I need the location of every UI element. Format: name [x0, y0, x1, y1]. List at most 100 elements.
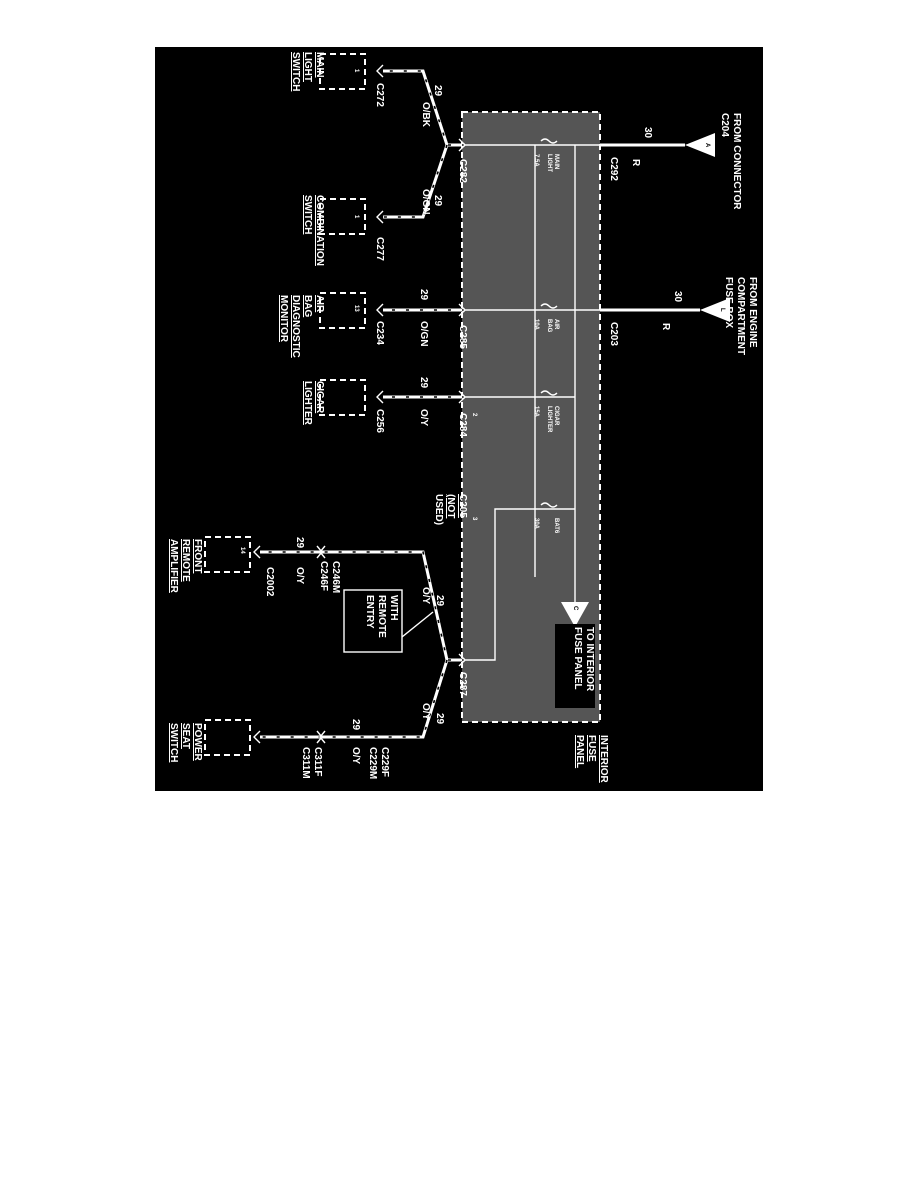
fuse-row-bat6 — [465, 508, 575, 661]
wire-o-gn-combination — [383, 144, 449, 219]
air-bag-connector: C234 — [374, 321, 385, 345]
wire-color-r-l: R — [660, 323, 671, 331]
c205-line-2: (NOT — [445, 494, 456, 518]
connector-c203: C203 — [608, 322, 619, 346]
cigar-name-1: CIGAR — [314, 381, 325, 414]
seat-wire-number: 29 — [350, 719, 361, 731]
c277-connector-mark — [376, 210, 384, 224]
seat-branch-wire-color: O/Y — [420, 703, 431, 721]
panel-label-3: PANEL — [574, 735, 585, 768]
fuse-symbol-main-light — [540, 138, 558, 144]
c282-connector-mark — [458, 138, 466, 152]
option-line-3: ENTRY — [364, 595, 375, 629]
cigar-wire-color: O/Y — [418, 409, 429, 427]
seat-name-3: SWITCH — [168, 723, 179, 762]
wire-number-30-a: 30 — [642, 127, 653, 139]
c284-connector-mark — [458, 390, 466, 404]
main-light-connector: C272 — [374, 83, 385, 107]
remote-amp-connector: C2002 — [264, 567, 275, 597]
main-light-wire-color: O/BK — [420, 102, 431, 128]
c234-connector-mark — [376, 303, 384, 317]
cigar-name-2: LIGHTER — [302, 381, 313, 426]
svg-text:TO INTERIORFUSE PANEL: TO INTERIORFUSE PANEL — [572, 627, 595, 692]
remote-amp-wire-number: 29 — [294, 537, 305, 549]
connector-c205: C205(NOTUSED) — [433, 494, 468, 525]
svg-text:CIGARLIGHTER: CIGARLIGHTER — [302, 381, 325, 426]
main-light-name-2: LIGHT — [302, 52, 313, 82]
combination-wire-color: O/GN — [420, 189, 431, 215]
c205-line-1: C205 — [457, 494, 468, 518]
c229-inline-connector — [316, 730, 326, 744]
remote-amp-name-1: FRONT — [192, 539, 203, 573]
fuse-bat6-pin: 3 — [471, 517, 477, 521]
panel-label-2: FUSE — [586, 735, 597, 762]
connector-pin-l: L — [719, 308, 725, 312]
c311m-label: C311M — [300, 747, 311, 779]
fuse-cigar-rating: 15A — [533, 406, 539, 418]
combination-connector: C277 — [374, 237, 385, 261]
fuse-main-light-rating: 7.5A — [533, 154, 539, 167]
option-pointer-line — [401, 611, 434, 638]
fuse-air-bag-name-2: BAG — [546, 319, 552, 333]
connector-pin-l-arrow — [700, 298, 730, 322]
svg-text:COMBINATIONSWITCH: COMBINATIONSWITCH — [302, 195, 325, 266]
to-fuse-panel-line-1: TO INTERIOR — [584, 627, 595, 692]
from-connector-label: FROM CONNECTOR — [731, 113, 742, 210]
svg-text:POWERSEATSWITCH: POWERSEATSWITCH — [168, 723, 203, 762]
combination-name-1: COMBINATION — [314, 195, 325, 266]
panel-label-1: INTERIOR — [598, 735, 609, 784]
with-remote-entry-box — [343, 589, 403, 653]
wire-o-y-seat — [260, 659, 449, 739]
svg-text:C246MC246F: C246MC246F — [318, 561, 341, 593]
interior-fuse-panel: MAINLIGHT 7.5A AIRBAG 10A CIGARLIGHTER 1… — [461, 111, 601, 723]
combination-switch-pin: 1 — [353, 215, 359, 219]
c272-connector-mark — [376, 64, 384, 78]
combination-name-2: SWITCH — [302, 195, 313, 234]
remote-branch-wire-number: 29 — [434, 595, 445, 607]
connector-c285: C285 — [457, 325, 468, 349]
fuse-bat6-name: BAT6 — [553, 518, 559, 534]
air-bag-name-1: AIR — [314, 295, 325, 313]
connector-c287: C287 — [457, 672, 468, 696]
cigar-wire-number: 29 — [418, 377, 429, 389]
c205-line-3: USED) — [433, 494, 444, 525]
fuse-cigar-name: CIGAR — [553, 406, 559, 426]
main-light-wire-number: 29 — [432, 85, 443, 97]
fuse-bat6-rating: 30A — [533, 518, 539, 530]
svg-text:FRONTREMOTEAMPLIFIER: FRONTREMOTEAMPLIFIER — [168, 539, 203, 594]
seat-branch-wire-number: 29 — [434, 713, 445, 725]
c285-connector-mark — [458, 303, 466, 317]
svg-text:WITHREMOTEENTRY: WITHREMOTEENTRY — [364, 595, 399, 638]
branch-cigar-lighter: 29 O/Y C256 CIGARLIGHTER — [302, 377, 466, 433]
svg-text:C229FC229M: C229FC229M — [367, 747, 390, 779]
wire-number-30-l: 30 — [672, 291, 683, 303]
fuse-main-light-name-2: LIGHT — [546, 154, 552, 172]
remote-amp-name-3: AMPLIFIER — [168, 539, 179, 594]
branch-remote-seat: WITHREMOTEENTRY 29 O/Y 29 O/Y C246MC246F… — [168, 536, 466, 779]
wiring-diagram-canvas: MAINLIGHT 7.5A AIRBAG 10A CIGARLIGHTER 1… — [168, 52, 758, 784]
input-from-engine-fuse-box: L FROM ENGINECOMPARTMENTFUSE BOX 30 R C2… — [600, 277, 758, 355]
c311-connector-mark — [253, 730, 261, 744]
fuse-symbol-air-bag — [540, 303, 558, 309]
connector-pin-c-arrow — [561, 602, 589, 627]
combination-switch-component — [319, 198, 366, 235]
svg-text:AIRBAG: AIRBAG — [546, 319, 559, 333]
c246-inline-connector — [316, 545, 326, 559]
fuse-cigar-name-2: LIGHTER — [546, 406, 552, 433]
wire-color-r-a: R — [630, 159, 641, 167]
main-light-switch-component — [319, 53, 366, 90]
combination-wire-number: 29 — [432, 195, 443, 207]
air-bag-name-4: MONITOR — [278, 295, 289, 343]
branch-main-light-combination: 1 29 O/BK C272 MAINLIGHTSWITCH 1 29 O/GN… — [290, 52, 466, 266]
c246m-label: C246M — [330, 561, 341, 593]
engine-label-2: COMPARTMENT — [735, 277, 746, 355]
fuse-symbol-cigar — [540, 390, 558, 396]
wiring-diagram: MAINLIGHT 7.5A AIRBAG 10A CIGARLIGHTER 1… — [155, 47, 763, 791]
fuse-panel-outline — [461, 111, 601, 723]
remote-amp-wire-color: O/Y — [294, 567, 305, 585]
svg-text:FROM CONNECTORC204: FROM CONNECTORC204 — [719, 113, 742, 210]
connector-c292: C292 — [608, 157, 619, 181]
engine-label-3: FUSE BOX — [723, 277, 734, 328]
fuse-air-bag-name: AIR — [553, 319, 559, 330]
air-bag-name-3: DIAGNOSTIC — [290, 295, 301, 358]
